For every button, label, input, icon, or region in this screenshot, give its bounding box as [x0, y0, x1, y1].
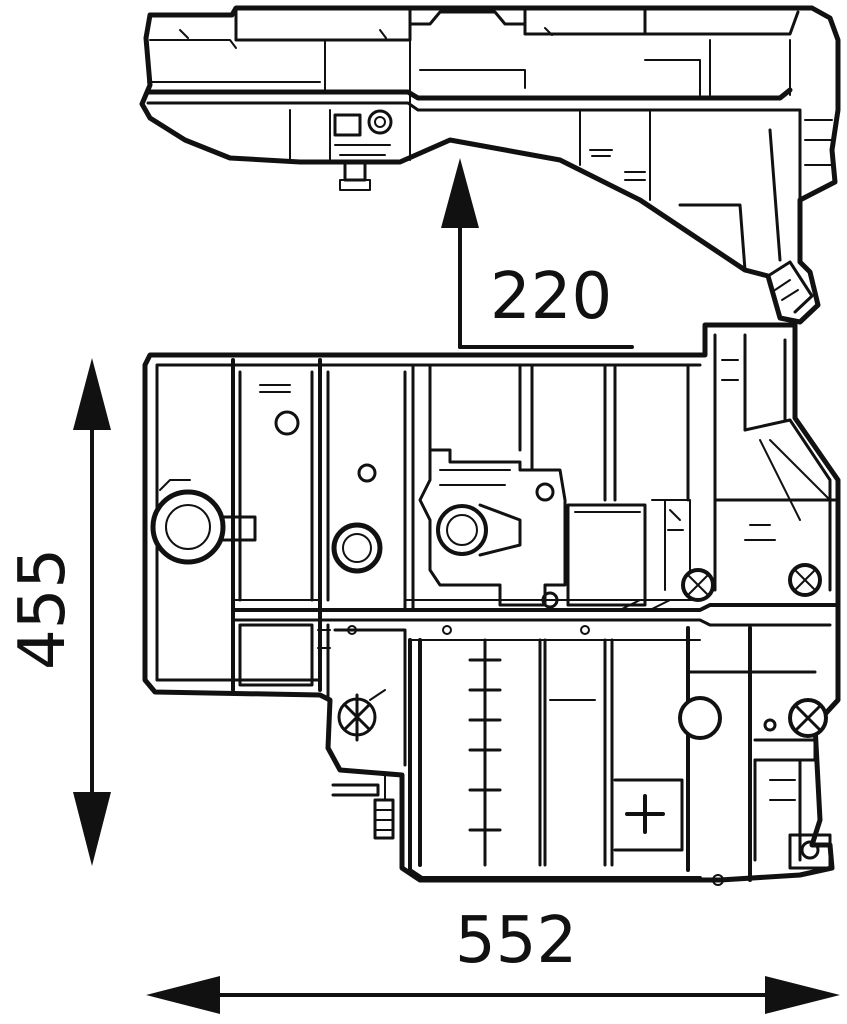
- arrow-up-icon: [441, 158, 479, 228]
- width-dimension-label: 552: [455, 904, 577, 978]
- arrow-up-icon: [73, 358, 111, 430]
- arrow-down-icon: [73, 792, 111, 866]
- arrow-left-icon: [146, 976, 220, 1014]
- depth-dimension-label: 220: [490, 260, 612, 334]
- width-dimension: 552: [146, 904, 840, 1014]
- plus-icon: [625, 794, 665, 834]
- top-view: [139, 5, 841, 325]
- arrow-right-icon: [765, 976, 840, 1014]
- height-dimension: 455: [6, 358, 111, 866]
- depth-dimension: 220: [441, 158, 634, 349]
- height-dimension-label: 455: [6, 548, 80, 670]
- front-view: [142, 322, 841, 886]
